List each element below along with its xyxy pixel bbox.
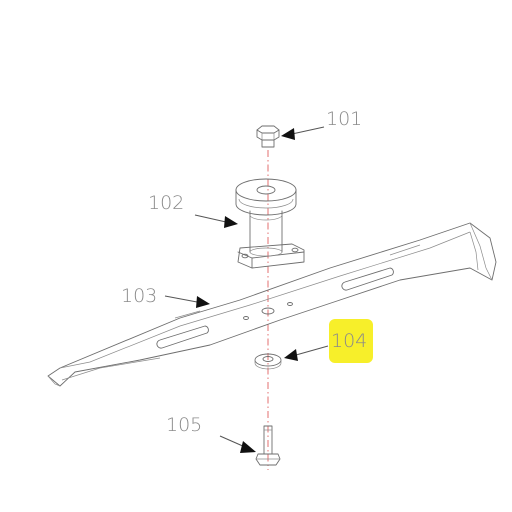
leader-105: [219, 435, 256, 453]
highlight-104: [329, 319, 373, 363]
part-102-blade-adapter: [235, 178, 305, 269]
part-105-bolt: [255, 425, 281, 466]
leader-103: [164, 295, 210, 308]
part-label-103: 103: [121, 285, 157, 307]
leader-104: [284, 345, 329, 361]
part-label-105: 105: [166, 414, 202, 436]
leader-102: [194, 214, 238, 228]
part-label-104: 104: [331, 330, 367, 352]
part-104-washer: [254, 353, 282, 370]
part-label-102: 102: [148, 192, 184, 214]
leader-101: [281, 126, 325, 140]
part-101-bolt: [256, 125, 280, 148]
part-label-101: 101: [326, 108, 362, 130]
part-103-blade: [47, 222, 497, 387]
